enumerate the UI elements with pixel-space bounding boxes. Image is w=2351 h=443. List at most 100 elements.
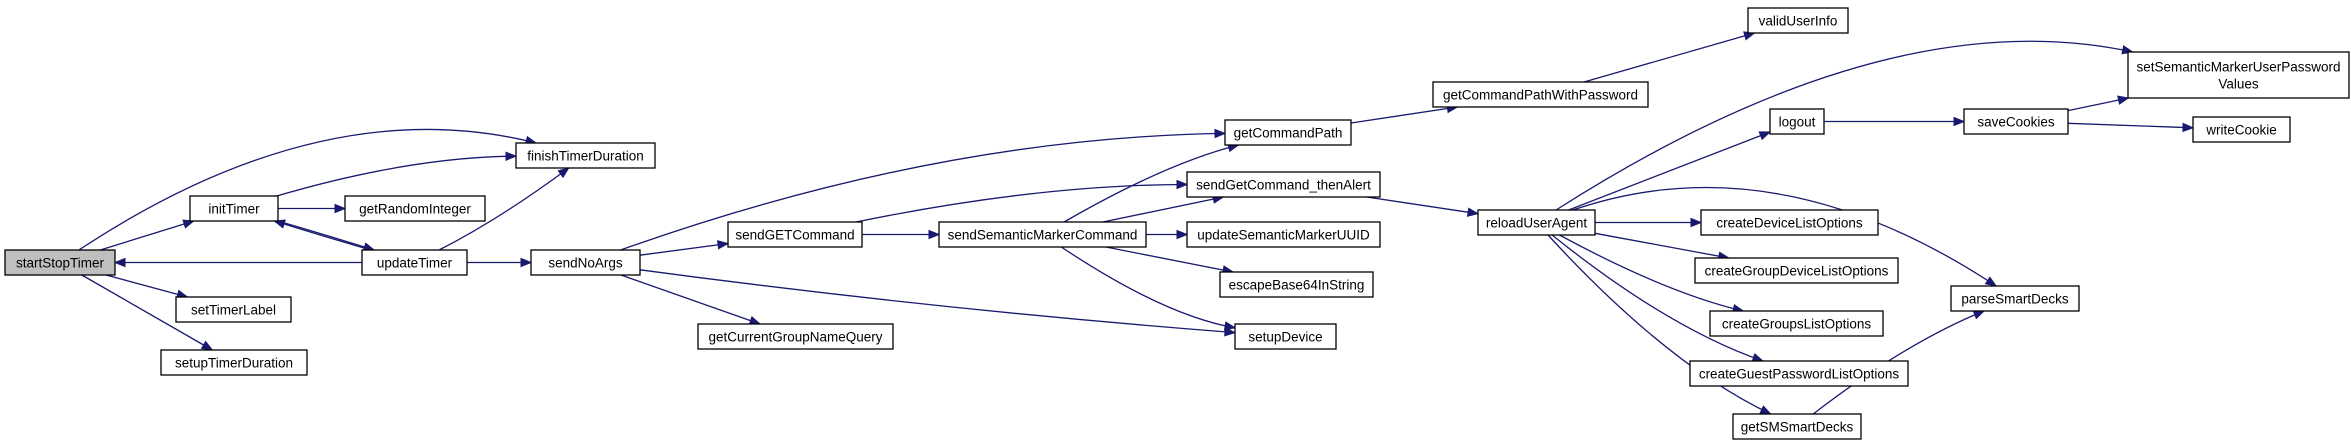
node-label: initTimer bbox=[208, 202, 260, 217]
arrowhead bbox=[748, 316, 762, 325]
node-logout[interactable]: logout bbox=[1769, 108, 1825, 135]
arrowhead bbox=[928, 229, 941, 240]
arrowhead bbox=[200, 340, 214, 351]
edge-update-timer-to-init-timer bbox=[273, 219, 372, 251]
node-box bbox=[4, 249, 116, 276]
node-setup-device[interactable]: setupDevice bbox=[1234, 323, 1337, 350]
node-box bbox=[1432, 81, 1649, 108]
node-write-cookie[interactable]: writeCookie bbox=[2192, 116, 2291, 143]
node-send-getcommand[interactable]: sendGETCommand bbox=[727, 221, 863, 248]
edge-line bbox=[1547, 234, 1771, 415]
node-get-current-group-name-query[interactable]: getCurrentGroupNameQuery bbox=[697, 323, 894, 350]
node-box bbox=[1219, 271, 1374, 298]
node-label: sendNoArgs bbox=[548, 256, 623, 271]
node-create-guest-password-list-options[interactable]: createGuestPasswordListOptions bbox=[1689, 360, 1909, 387]
node-box bbox=[1700, 209, 1879, 236]
arrowhead bbox=[2182, 122, 2195, 133]
arrowhead bbox=[1466, 207, 1480, 217]
node-box bbox=[1950, 285, 2080, 312]
node-box bbox=[1747, 7, 1849, 34]
arrowhead bbox=[717, 240, 730, 250]
node-init-timer[interactable]: initTimer bbox=[189, 195, 279, 222]
node-escape-base64-in-string[interactable]: escapeBase64InString bbox=[1219, 271, 1374, 298]
edge-send-no-args-to-get-command-path bbox=[620, 128, 1227, 251]
edge-save-cookies-to-set-semantic-marker-user-password-values bbox=[2067, 95, 2130, 112]
node-set-timer-label[interactable]: setTimerLabel bbox=[175, 296, 292, 323]
node-box bbox=[1224, 119, 1352, 146]
arrowhead bbox=[1176, 179, 1189, 190]
edge-update-timer-to-send-no-args bbox=[467, 257, 533, 268]
node-label: Values bbox=[2218, 77, 2259, 92]
node-create-group-device-list-options[interactable]: createGroupDeviceListOptions bbox=[1694, 257, 1899, 284]
arrowhead bbox=[1223, 321, 1237, 331]
edge-send-getcommand-to-send-get-command-then-alert bbox=[855, 179, 1189, 223]
edge-line bbox=[78, 128, 537, 251]
node-box bbox=[1186, 221, 1381, 248]
node-parse-smart-decks[interactable]: parseSmartDecks bbox=[1950, 285, 2080, 312]
edge-start-stop-timer-to-setup-timer-duration bbox=[81, 274, 214, 351]
edge-line bbox=[1812, 310, 1985, 415]
node-send-no-args[interactable]: sendNoArgs bbox=[530, 249, 641, 276]
node-label: startStopTimer bbox=[16, 256, 105, 271]
edge-line bbox=[639, 269, 1236, 334]
node-label: updateSemanticMarkerUUID bbox=[1197, 228, 1370, 243]
node-get-command-path-with-password[interactable]: getCommandPathWithPassword bbox=[1432, 81, 1649, 108]
arrowhead bbox=[1759, 405, 1772, 415]
edge-line bbox=[438, 167, 570, 251]
edge-reload-user-agent-to-parse-smart-decks bbox=[1572, 186, 1998, 287]
node-send-get-command-then-alert[interactable]: sendGetCommand_thenAlert bbox=[1186, 171, 1381, 198]
node-reload-user-agent[interactable]: reloadUserAgent bbox=[1477, 209, 1596, 236]
edge-send-semantic-marker-command-to-send-get-command-then-alert bbox=[1102, 194, 1225, 223]
node-finish-timer-duration[interactable]: finishTimerDuration bbox=[515, 142, 656, 169]
edge-send-no-args-to-send-getcommand bbox=[639, 240, 730, 256]
node-label: escapeBase64InString bbox=[1229, 278, 1365, 293]
node-label: sendGetCommand_thenAlert bbox=[1196, 178, 1371, 193]
edge-line bbox=[1551, 234, 1764, 362]
node-box bbox=[2127, 51, 2350, 99]
edge-send-semantic-marker-command-to-update-semantic-marker-uuid bbox=[1146, 229, 1189, 240]
node-label: getCommandPath bbox=[1234, 126, 1343, 141]
node-update-timer[interactable]: updateTimer bbox=[361, 249, 468, 276]
edge-line bbox=[1594, 232, 1729, 259]
edge-update-timer-to-start-stop-timer bbox=[113, 257, 362, 268]
edge-line bbox=[1060, 246, 1236, 329]
node-label: getRandomInteger bbox=[359, 202, 471, 217]
node-update-semantic-marker-uuid[interactable]: updateSemanticMarkerUUID bbox=[1186, 221, 1381, 248]
node-get-command-path[interactable]: getCommandPath bbox=[1224, 119, 1352, 146]
node-valid-user-info[interactable]: validUserInfo bbox=[1747, 7, 1849, 34]
node-send-semantic-marker-command[interactable]: sendSemanticMarkerCommand bbox=[938, 221, 1147, 248]
node-label: createGuestPasswordListOptions bbox=[1699, 367, 1900, 382]
arrowhead bbox=[2117, 95, 2130, 105]
arrowhead bbox=[273, 219, 286, 229]
node-box bbox=[1709, 310, 1884, 337]
edge-reload-user-agent-to-create-device-list-options bbox=[1595, 217, 1703, 228]
edge-send-get-command-then-alert-to-reload-user-agent bbox=[1366, 196, 1480, 217]
arrowhead bbox=[1953, 116, 1966, 127]
edge-init-timer-to-get-random-integer bbox=[277, 203, 347, 214]
node-label: sendGETCommand bbox=[735, 228, 854, 243]
node-setup-timer-duration[interactable]: setupTimerDuration bbox=[160, 349, 308, 376]
node-save-cookies[interactable]: saveCookies bbox=[1963, 108, 2069, 135]
node-box bbox=[697, 323, 894, 350]
node-label: getSMSmartDecks bbox=[1741, 420, 1854, 435]
edge-send-getcommand-to-send-semantic-marker-command bbox=[862, 229, 941, 240]
edge-line bbox=[1063, 144, 1239, 223]
node-box bbox=[175, 296, 292, 323]
node-get-smsmart-decks[interactable]: getSMSmartDecks bbox=[1732, 413, 1862, 440]
edge-line bbox=[276, 155, 517, 197]
node-create-groups-list-options[interactable]: createGroupsListOptions bbox=[1709, 310, 1884, 337]
edge-line bbox=[274, 220, 372, 251]
node-box bbox=[1694, 257, 1899, 284]
node-box bbox=[938, 221, 1147, 248]
node-label: setSemanticMarkerUserPassword bbox=[2136, 60, 2340, 75]
edge-line bbox=[1559, 234, 1744, 312]
node-label: createGroupsListOptions bbox=[1722, 317, 1872, 332]
node-start-stop-timer[interactable]: startStopTimer bbox=[4, 249, 116, 276]
node-create-device-list-options[interactable]: createDeviceListOptions bbox=[1700, 209, 1879, 236]
node-label: setupTimerDuration bbox=[175, 356, 293, 371]
node-label: finishTimerDuration bbox=[527, 149, 644, 164]
node-box bbox=[1477, 209, 1596, 236]
node-get-random-integer[interactable]: getRandomInteger bbox=[344, 195, 486, 222]
edge-line bbox=[100, 220, 194, 251]
